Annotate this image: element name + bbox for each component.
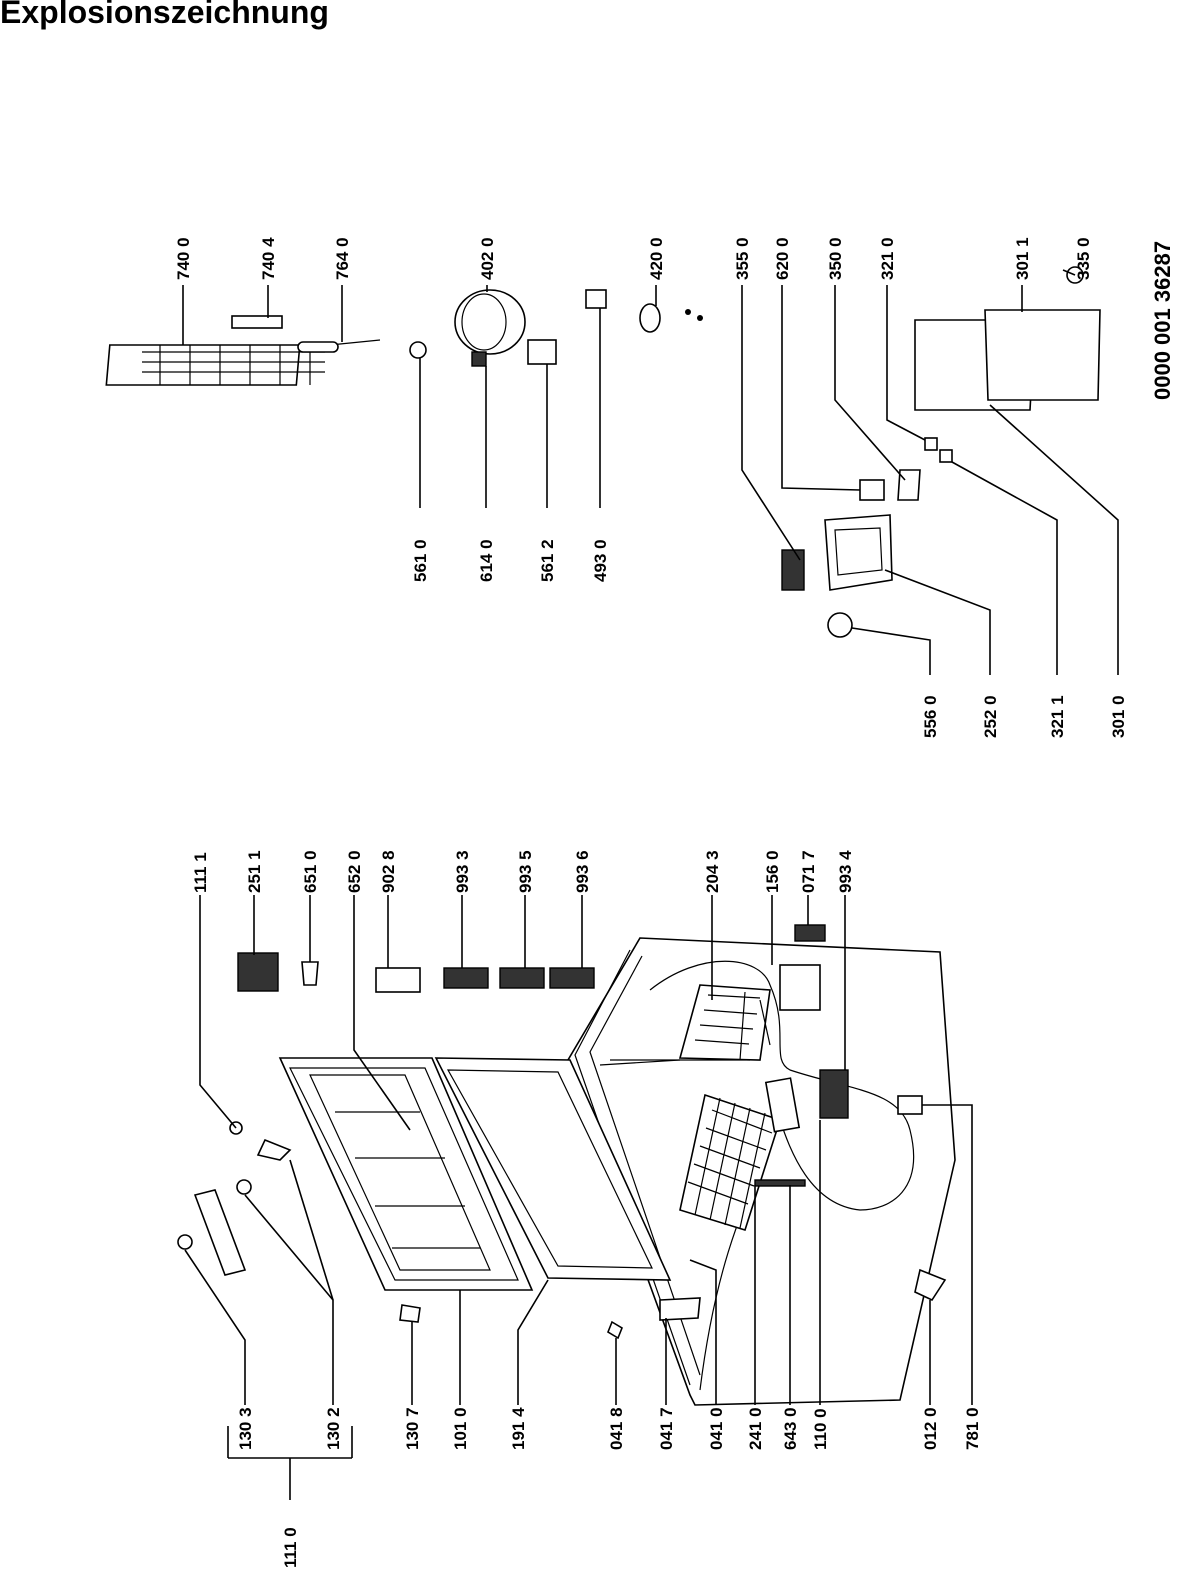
part-740-4	[231, 315, 283, 329]
label-204-3: 204 3	[703, 850, 722, 893]
part-130-7	[399, 1304, 421, 1323]
label-012-0: 012 0	[921, 1407, 940, 1450]
label-902-8: 902 8	[379, 850, 398, 893]
part-620-0	[859, 479, 885, 501]
label-110-0: 110 0	[811, 1408, 830, 1450]
part-993-6	[549, 967, 595, 989]
part-071-7	[794, 924, 826, 942]
label-740-4: 740 4	[259, 237, 278, 280]
part-130-2-key	[256, 1138, 292, 1161]
part-420-0-dot-a	[685, 309, 691, 315]
label-041-7: 041 7	[657, 1407, 676, 1450]
label-355-0: 355 0	[733, 237, 752, 280]
label-614-0: 614 0	[477, 539, 496, 582]
part-561-0	[409, 341, 427, 359]
part-156-0	[779, 964, 821, 1011]
label-301-1: 301 1	[1013, 237, 1032, 280]
label-993-4: 993 4	[836, 850, 855, 893]
part-781-0	[897, 1095, 923, 1115]
label-191-4: 191 4	[509, 1407, 528, 1450]
label-561-2: 561 2	[538, 539, 557, 582]
label-740-0: 740 0	[174, 237, 193, 280]
label-321-1: 321 1	[1048, 695, 1067, 738]
label-241-0: 241 0	[746, 1407, 765, 1450]
label-156-0: 156 0	[763, 850, 782, 893]
part-993-3	[443, 967, 489, 989]
label-764-0: 764 0	[333, 237, 352, 280]
label-130-3: 130 3	[236, 1407, 255, 1450]
label-556-0: 556 0	[921, 695, 940, 738]
part-902-8	[375, 967, 421, 993]
label-111-0: 111 0	[281, 1527, 300, 1568]
door-panel	[278, 1057, 534, 1291]
label-251-1: 251 1	[245, 850, 264, 893]
leader-lines	[182, 269, 1119, 1500]
label-130-2: 130 2	[324, 1407, 343, 1450]
label-420-0: 420 0	[647, 237, 666, 280]
label-643-0: 643 0	[781, 1407, 800, 1450]
label-071-7: 071 7	[799, 850, 818, 893]
label-402-0: 402 0	[478, 237, 497, 280]
label-041-0: 041 0	[707, 1407, 726, 1450]
part-321-1	[939, 449, 953, 463]
part-130-3-handle	[193, 1189, 247, 1276]
label-781-0: 781 0	[963, 1407, 982, 1450]
part-993-5	[499, 967, 545, 989]
label-620-0: 620 0	[773, 237, 792, 280]
part-041-8	[607, 1320, 623, 1340]
part-764-0	[297, 341, 339, 353]
part-labels: 111 1 251 1 651 0 652 0 902 8 993 3 993 …	[174, 237, 1175, 1568]
label-301-0: 301 0	[1109, 695, 1128, 738]
part-350-0	[897, 469, 921, 501]
label-130-7: 130 7	[403, 1407, 422, 1450]
basket-upper	[678, 984, 771, 1061]
label-350-0: 350 0	[826, 237, 845, 280]
label-561-0: 561 0	[411, 539, 430, 582]
part-420-0-dot-b	[697, 315, 703, 321]
control-box	[824, 514, 893, 591]
part-614-0	[471, 351, 487, 367]
label-993-6: 993 6	[573, 850, 592, 893]
part-651-0	[301, 961, 319, 986]
part-301-1	[984, 309, 1101, 401]
document-number: 0000 001 36287	[1150, 241, 1175, 400]
page-title: Explosionszeichnung	[0, 0, 329, 30]
compressor	[454, 289, 526, 355]
label-993-3: 993 3	[453, 850, 472, 893]
part-130-2-lock	[236, 1179, 252, 1195]
part-130-3-screw	[177, 1234, 193, 1250]
part-110-0	[764, 1077, 801, 1133]
label-993-5: 993 5	[516, 850, 535, 893]
part-251-1	[237, 952, 279, 992]
part-643-0	[754, 1179, 806, 1187]
door-gasket	[434, 1057, 672, 1281]
label-651-0: 651 0	[301, 850, 320, 893]
part-561-2	[527, 339, 557, 365]
label-252-0: 252 0	[981, 695, 1000, 738]
evaporator-coil	[105, 339, 381, 386]
part-041-7	[659, 1297, 701, 1321]
label-493-0: 493 0	[591, 539, 610, 582]
part-493-0	[585, 289, 607, 309]
part-321-0	[924, 437, 938, 451]
part-420-0	[639, 303, 661, 333]
part-012-0	[914, 1268, 947, 1302]
label-652-0: 652 0	[345, 850, 364, 893]
label-041-8: 041 8	[607, 1407, 626, 1450]
label-101-0: 101 0	[451, 1407, 470, 1450]
label-321-0: 321 0	[878, 237, 897, 280]
part-993-4	[819, 1069, 849, 1119]
label-335-0: 335 0	[1074, 237, 1093, 280]
part-556-0	[827, 612, 853, 638]
label-111-1: 111 1	[191, 852, 210, 893]
part-355-0	[781, 549, 805, 591]
